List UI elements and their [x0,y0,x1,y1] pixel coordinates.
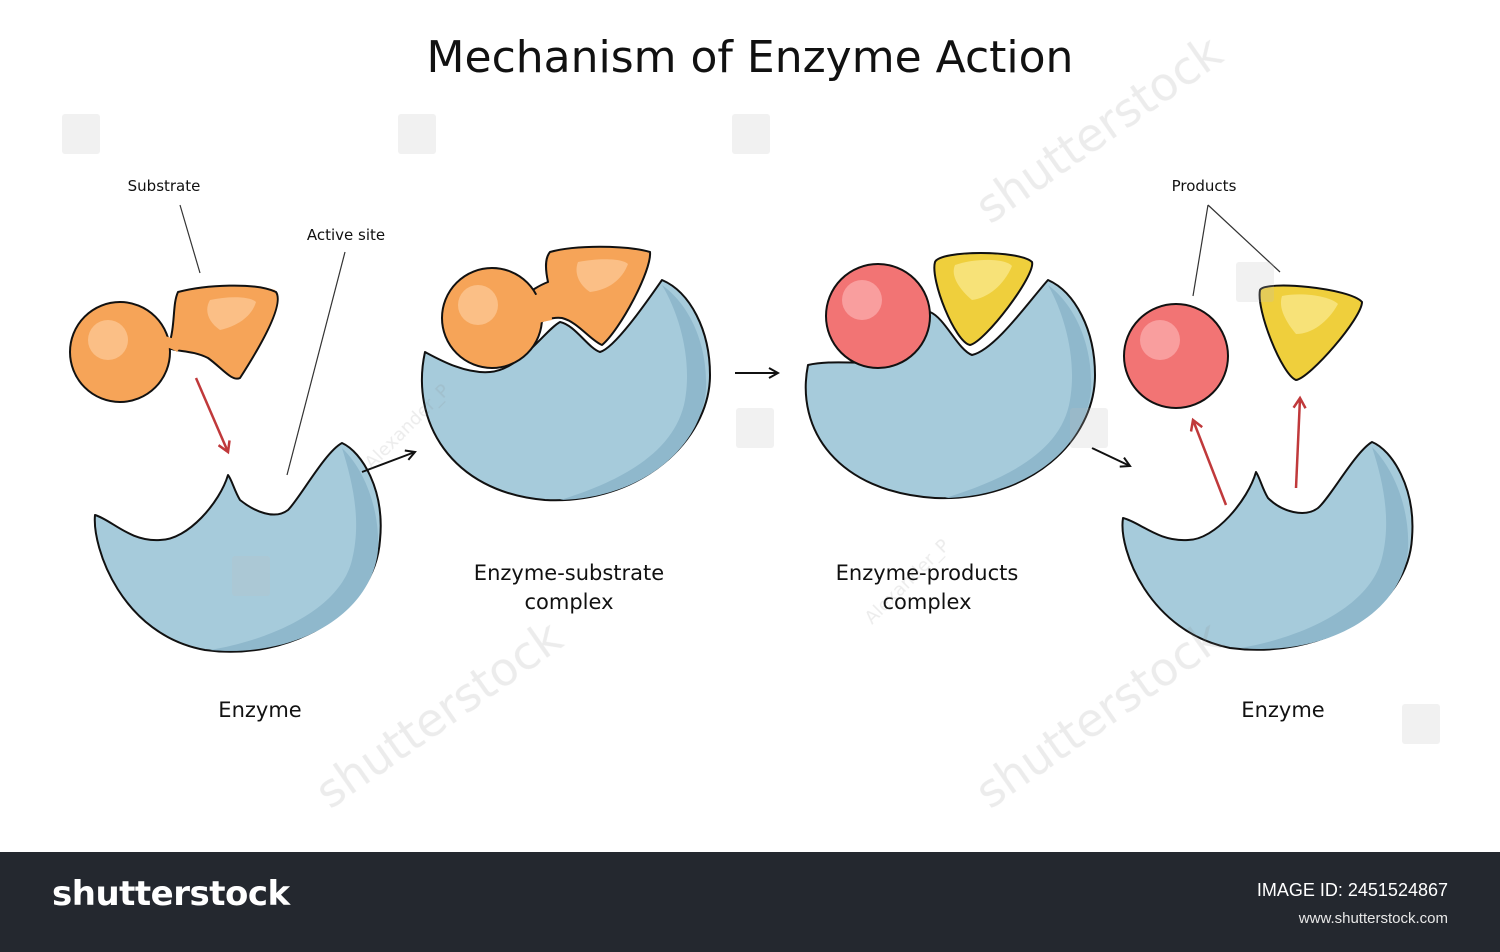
image-id: IMAGE ID: 2451524867 [1256,880,1448,900]
enzyme-shape [93,442,382,653]
ep-complex-label-line1: Enzyme-products [836,561,1019,585]
release-arrow-triangle [1296,398,1300,489]
binding-arrow [194,377,228,452]
watermark-brand-1: shutterstock [305,610,572,819]
ep-complex-label-line2: complex [883,590,972,614]
stage-4-products-released: Products Enzyme [1121,177,1414,722]
released-product-sphere [1123,303,1229,409]
watermark-brand-2: shutterstock [965,610,1232,819]
enzyme-diagram: Mechanism of Enzyme Action Substrate Act… [62,25,1440,819]
stage-3-enzyme-products-complex: Enzyme-products complex [804,252,1096,614]
step-arrow-1 [361,452,415,473]
stock-footer-bar: shutterstock IMAGE ID: 2451524867 www.sh… [0,852,1500,952]
enzyme-shape-right [1121,441,1414,651]
release-arrow-sphere [1193,420,1228,506]
shutterstock-logo: shutterstock [52,874,290,914]
site-url: www.shutterstock.com [1298,910,1448,927]
enzyme-shade [210,448,379,651]
products-label: Products [1172,177,1237,195]
watermark-layer [62,114,1440,744]
stage-2-enzyme-substrate-complex: Enzyme-substrate complex [420,245,711,614]
active-site-label: Active site [307,226,385,244]
step-arrow-3 [1091,447,1130,466]
substrate-label: Substrate [128,177,201,195]
stage-1-enzyme-substrate: Substrate Active site Enzyme [69,177,385,722]
ep-product-sphere [825,263,931,369]
page-title: Mechanism of Enzyme Action [427,32,1074,83]
enzyme-label-left: Enzyme [218,698,301,722]
es-complex-label-line1: Enzyme-substrate [474,561,664,585]
enzyme-label-right: Enzyme [1241,698,1324,722]
es-complex-label-line2: complex [525,590,614,614]
